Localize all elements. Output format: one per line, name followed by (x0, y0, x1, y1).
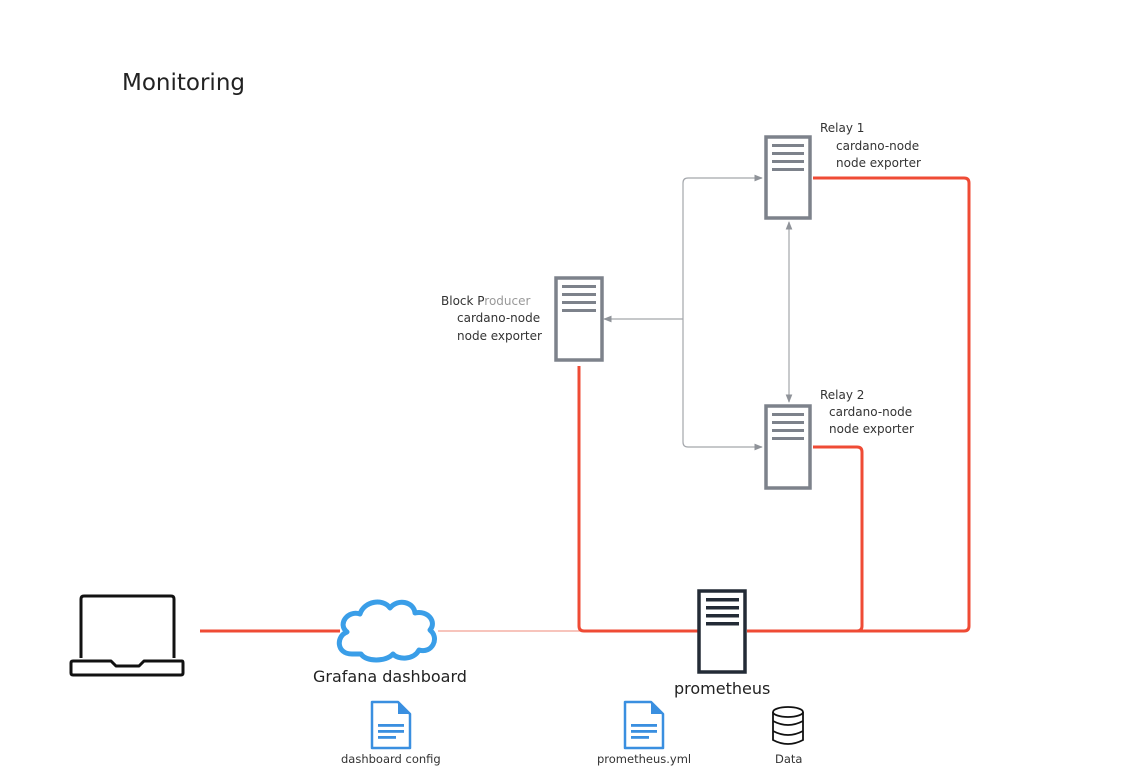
block-producer-name-part2: roducer (484, 294, 531, 308)
prometheus-label: prometheus (674, 679, 771, 698)
relay2-service-node-exporter: node exporter (829, 422, 914, 436)
trunk-vertical (682, 183, 763, 451)
page-title: Monitoring (122, 70, 245, 96)
dashboard-config-label: dashboard config (341, 752, 441, 766)
block-producer-service-node-exporter: node exporter (457, 329, 542, 343)
prometheus-yml-label: prometheus.yml (597, 752, 692, 766)
cloud-icon[interactable] (336, 599, 437, 663)
block-producer-service-cardano-node: cardano-node (457, 311, 541, 325)
relay1-service-cardano-node: cardano-node (836, 139, 920, 153)
grafana-label: Grafana dashboard (313, 667, 467, 686)
block-producer-name: Block Producer (441, 293, 530, 310)
block-producer-to-prometheus-line (577, 366, 698, 633)
relay2-name: Relay 2 (820, 388, 865, 402)
relay2-service-cardano-node: cardano-node (829, 405, 913, 419)
block-producer-name-part1: Block P (441, 294, 485, 308)
relay1-name: Relay 1 (820, 121, 865, 135)
data-label: Data (775, 752, 803, 766)
laptop-icon[interactable] (69, 594, 185, 677)
bp-to-relays-trunk (682, 174, 763, 184)
dashboard-config-document-icon[interactable] (370, 700, 412, 750)
relay1-to-prometheus-line (747, 176, 971, 633)
prometheus-server-icon[interactable] (697, 589, 747, 674)
metrics-connections (200, 176, 971, 633)
relay1-server-icon[interactable] (764, 135, 812, 220)
block-producer-server-icon[interactable] (554, 276, 604, 362)
relay1-service-node-exporter: node exporter (836, 156, 921, 170)
prometheus-yml-document-icon[interactable] (623, 700, 665, 750)
database-icon[interactable] (772, 706, 804, 745)
p2p-connections (603, 174, 793, 451)
relay2-server-icon[interactable] (764, 404, 812, 490)
